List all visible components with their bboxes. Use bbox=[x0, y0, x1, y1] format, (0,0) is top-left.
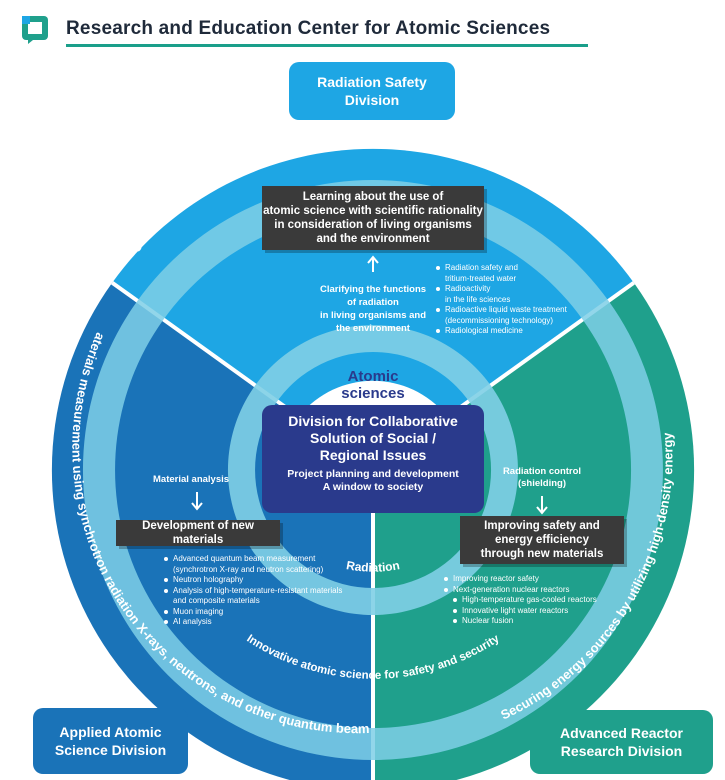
clarifying-line: in living organisms and bbox=[319, 310, 427, 321]
arc-text-radiation: Radiation bbox=[345, 558, 401, 575]
improving-line: through new materials bbox=[480, 548, 604, 560]
atomic-sciences-label: Atomic sciences bbox=[313, 368, 433, 402]
arrow-down-left bbox=[191, 492, 203, 511]
improving-safety-box: Improving safety and energy efficiency t… bbox=[460, 516, 624, 564]
list-item: Neutron holography bbox=[164, 575, 374, 586]
division-line: Regional Issues bbox=[319, 447, 427, 463]
improving-line: Improving safety and bbox=[484, 520, 600, 532]
list-item: Muon imaging bbox=[164, 607, 374, 618]
center-logo-icon bbox=[22, 16, 48, 44]
clarifying-line: of radiation bbox=[347, 297, 399, 308]
material-analysis-label: Material analysis bbox=[153, 474, 230, 485]
arrow-down-right bbox=[536, 496, 548, 515]
list-item: AI analysis bbox=[164, 617, 374, 628]
list-item: High-temperature gas-cooled reactors bbox=[444, 595, 624, 606]
radiation-control-label: Radiation control (shielding) bbox=[490, 466, 594, 490]
arrow-up-top bbox=[367, 255, 379, 272]
new-materials-box: Development of new materials bbox=[116, 520, 280, 546]
learning-box-line: and the environment bbox=[316, 233, 430, 245]
improving-line: energy efficiency bbox=[495, 534, 589, 546]
list-item: Nuclear fusion bbox=[444, 616, 624, 627]
applied-topics-list: Advanced quantum beam measurement(synchr… bbox=[164, 554, 374, 628]
atomic-line: sciences bbox=[341, 385, 405, 402]
clarifying-line: the environment bbox=[336, 323, 410, 334]
atomic-line: Atomic bbox=[347, 368, 399, 385]
radiation-safety-division-label: Radiation Safety Division bbox=[317, 74, 427, 108]
list-item: Radioactive liquid waste treatment(decom… bbox=[436, 305, 576, 326]
window-line: A window to society bbox=[322, 481, 424, 493]
applied-atomic-science-division-box: Applied Atomic Science Division bbox=[33, 708, 188, 774]
list-item: Innovative light water reactors bbox=[444, 606, 624, 617]
list-item: Analysis of high-temperature-resistant m… bbox=[164, 586, 374, 607]
list-item: Next-generation nuclear reactors bbox=[444, 585, 624, 596]
division-line: Division for Collaborative bbox=[288, 413, 458, 429]
learning-box: Learning about the use of atomic science… bbox=[262, 186, 484, 250]
radiation-control-line: Radiation control bbox=[502, 466, 582, 477]
reactor-topics-list: Improving reactor safety Next-generation… bbox=[444, 574, 624, 627]
title-underline bbox=[66, 44, 588, 47]
list-item: Advanced quantum beam measurement(synchr… bbox=[164, 554, 374, 575]
list-item: Improving reactor safety bbox=[444, 574, 624, 585]
advanced-reactor-division-label: Advanced Reactor Research Division bbox=[560, 725, 683, 759]
learning-box-line: atomic science with scientific rationali… bbox=[263, 205, 483, 217]
clarifying-line: Clarifying the functions bbox=[319, 284, 427, 295]
applied-atomic-science-division-label: Applied Atomic Science Division bbox=[54, 724, 167, 758]
division-line: Solution of Social / bbox=[310, 430, 436, 446]
radiation-safety-division-box: Radiation Safety Division bbox=[289, 62, 455, 120]
list-item: Radiological medicine bbox=[436, 326, 576, 337]
learning-box-line: Learning about the use of bbox=[302, 191, 444, 203]
page-title: Research and Education Center for Atomic… bbox=[66, 18, 551, 39]
radiation-control-line: (shielding) bbox=[517, 478, 567, 489]
advanced-reactor-division-box: Advanced Reactor Research Division bbox=[530, 710, 713, 774]
project-planning-line: Project planning and development bbox=[287, 468, 459, 480]
learning-box-line: in consideration of living organisms bbox=[274, 219, 472, 231]
clarifying-functions-text: Clarifying the functions of radiation in… bbox=[298, 283, 448, 335]
collaborative-division-box: Division for Collaborative Solution of S… bbox=[262, 405, 484, 513]
